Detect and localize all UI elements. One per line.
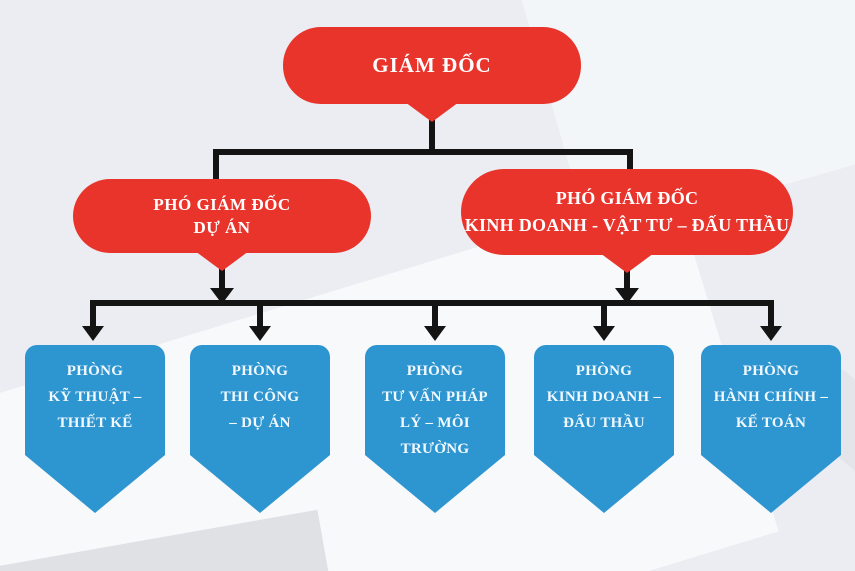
node-dept-construction-project-label: PHÒNG THI CÔNG – DỰ ÁN [184, 358, 336, 436]
arrow-dept1-head [82, 326, 104, 341]
node-deputy-project: PHÓ GIÁM ĐỐC DỰ ÁN [73, 179, 371, 271]
node-dept-legal-environment: PHÒNG TƯ VẤN PHÁP LÝ – MÔI TRƯỜNG [365, 345, 505, 513]
node-deputy-business-line2: KINH DOANH - VẬT TƯ – ĐẤU THẦU [464, 215, 790, 235]
dept3-line4: TRƯỜNG [400, 441, 470, 457]
node-dept-business-bidding: PHÒNG KINH DOANH – ĐẤU THẦU [534, 345, 674, 513]
node-dept-admin-accounting-point [701, 455, 841, 513]
arrow-deputy-left-shaft [219, 254, 225, 288]
node-dept-business-bidding-label: PHÒNG KINH DOANH – ĐẤU THẦU [528, 358, 680, 436]
node-director-tail [405, 102, 459, 122]
dept4-line3: ĐẤU THẦU [563, 415, 645, 431]
node-dept-legal-environment-point [365, 455, 505, 513]
arrow-dept2-head [249, 326, 271, 341]
dept5-line1: PHÒNG [742, 363, 800, 379]
connector-level2-horizontal [90, 300, 774, 306]
arrow-dept4-head [593, 326, 615, 341]
connector-level1-horizontal [213, 149, 633, 155]
dept3-line3: LÝ – MÔI [400, 415, 470, 431]
node-dept-business-bidding-point [534, 455, 674, 513]
dept2-line1: PHÒNG [231, 363, 289, 379]
node-deputy-business-tail [600, 253, 654, 273]
dept3-line2: TƯ VẤN PHÁP [382, 389, 488, 405]
dept4-line1: PHÒNG [575, 363, 633, 379]
node-dept-construction-project-point [190, 455, 330, 513]
node-deputy-project-tail [195, 251, 249, 271]
node-dept-construction-project: PHÒNG THI CÔNG – DỰ ÁN [190, 345, 330, 513]
node-dept-technical-design: PHÒNG KỸ THUẬT – THIẾT KẾ [25, 345, 165, 513]
connector-director-stem [429, 110, 435, 154]
arrow-dept2-shaft [257, 304, 263, 326]
node-deputy-business: PHÓ GIÁM ĐỐC KINH DOANH - VẬT TƯ – ĐẤU T… [461, 169, 793, 273]
dept1-line3: THIẾT KẾ [57, 415, 133, 431]
node-deputy-project-line1: PHÓ GIÁM ĐỐC [153, 195, 291, 214]
dept1-line1: PHÒNG [66, 363, 124, 379]
node-dept-admin-accounting-label: PHÒNG HÀNH CHÍNH – KẾ TOÁN [695, 358, 847, 436]
arrow-dept1-shaft [90, 304, 96, 326]
dept2-line2: THI CÔNG [220, 389, 300, 405]
node-deputy-business-line1: PHÓ GIÁM ĐỐC [555, 188, 699, 208]
dept3-line1: PHÒNG [406, 363, 464, 379]
node-dept-technical-design-point [25, 455, 165, 513]
dept5-line2: HÀNH CHÍNH – [713, 389, 829, 405]
node-director-label: GIÁM ĐỐC [372, 53, 492, 77]
arrow-dept5-shaft [768, 304, 774, 326]
connector-drop-deputy-left [213, 149, 219, 183]
arrow-dept3-head [424, 326, 446, 341]
connector-drop-deputy-right [627, 149, 633, 174]
node-deputy-project-line2: DỰ ÁN [193, 218, 251, 237]
arrow-dept3-shaft [432, 304, 438, 326]
dept5-line3: KẾ TOÁN [735, 415, 807, 431]
node-director: GIÁM ĐỐC [283, 27, 581, 122]
node-dept-admin-accounting: PHÒNG HÀNH CHÍNH – KẾ TOÁN [701, 345, 841, 513]
dept2-line3: – DỰ ÁN [229, 415, 291, 431]
node-dept-legal-environment-label: PHÒNG TƯ VẤN PHÁP LÝ – MÔI TRƯỜNG [359, 358, 511, 462]
node-dept-technical-design-label: PHÒNG KỸ THUẬT – THIẾT KẾ [19, 358, 171, 436]
dept1-line2: KỸ THUẬT – [48, 389, 142, 405]
arrow-dept5-head [760, 326, 782, 341]
dept4-line2: KINH DOANH – [546, 389, 662, 405]
arrow-dept4-shaft [601, 304, 607, 326]
